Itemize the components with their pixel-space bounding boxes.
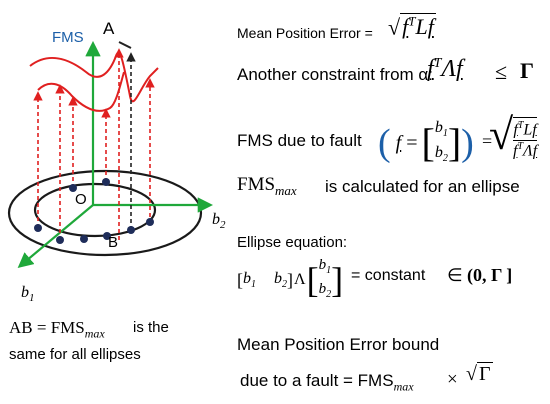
bound-times: × — [447, 369, 458, 390]
point-dot — [127, 226, 135, 234]
bound-line: due to a fault = FMSmax — [240, 371, 414, 394]
fms-fault-label: FMS due to fault — [237, 131, 362, 150]
ellipse-constant: = constant — [351, 267, 426, 284]
constraint-label: Another constraint from α: — [237, 65, 433, 84]
mean-position-error-formula: √fTLf — [388, 13, 436, 40]
fms-max-text: is calculated for an ellipse — [325, 177, 520, 196]
bound-title: Mean Position Error bound — [237, 335, 440, 354]
ab-same-text: same for all ellipses — [9, 346, 141, 363]
point-b-label: B — [108, 234, 119, 251]
ellipse-equation-label: Ellipse equation: — [237, 234, 348, 251]
bound-sqrt-gamma: √Γ — [466, 362, 493, 385]
ab-equation: AB = FMSmax — [9, 318, 105, 341]
point-o-label: O — [75, 191, 87, 208]
dashed-projections — [33, 48, 155, 240]
mean-position-error-label: Mean Position Error = — [237, 25, 373, 41]
fault-vector: ( f = [ b1 b2 ] ) — [378, 119, 474, 166]
ellipse-in: ∈ — [447, 265, 463, 285]
ab-is-the: is the — [133, 319, 169, 336]
point-dot — [34, 224, 42, 232]
point-dot — [102, 178, 110, 186]
point-a-label: A — [103, 19, 115, 38]
ellipse-points — [34, 178, 154, 244]
point-dot — [103, 232, 111, 240]
b2-axis-label: b2 — [212, 211, 226, 232]
constraint-gamma: Γ — [520, 58, 534, 83]
inner-ellipse — [33, 182, 157, 238]
point-dot — [146, 218, 154, 226]
fms-axis-label: FMS — [52, 29, 84, 46]
point-dot — [80, 235, 88, 243]
ellipse-equation-formula: [b1 b2] Λ [ b1 b2 ] — [237, 257, 344, 300]
b1-axis — [17, 204, 94, 268]
a-marker — [118, 41, 132, 49]
b1-axis-label: b1 — [21, 284, 35, 305]
fms-curve — [29, 51, 159, 103]
fms-max-line: FMSmax — [237, 174, 297, 198]
ellipse-range: (0, Γ ] — [467, 265, 513, 285]
point-dot — [56, 236, 64, 244]
outer-ellipse — [7, 169, 203, 257]
fms-curve-lower — [37, 71, 125, 112]
point-dot — [69, 184, 77, 192]
constraint-formula: fTΛf — [427, 56, 463, 82]
fms-fault-eq: = — [482, 131, 493, 151]
constraint-leq: ≤ — [495, 59, 508, 84]
